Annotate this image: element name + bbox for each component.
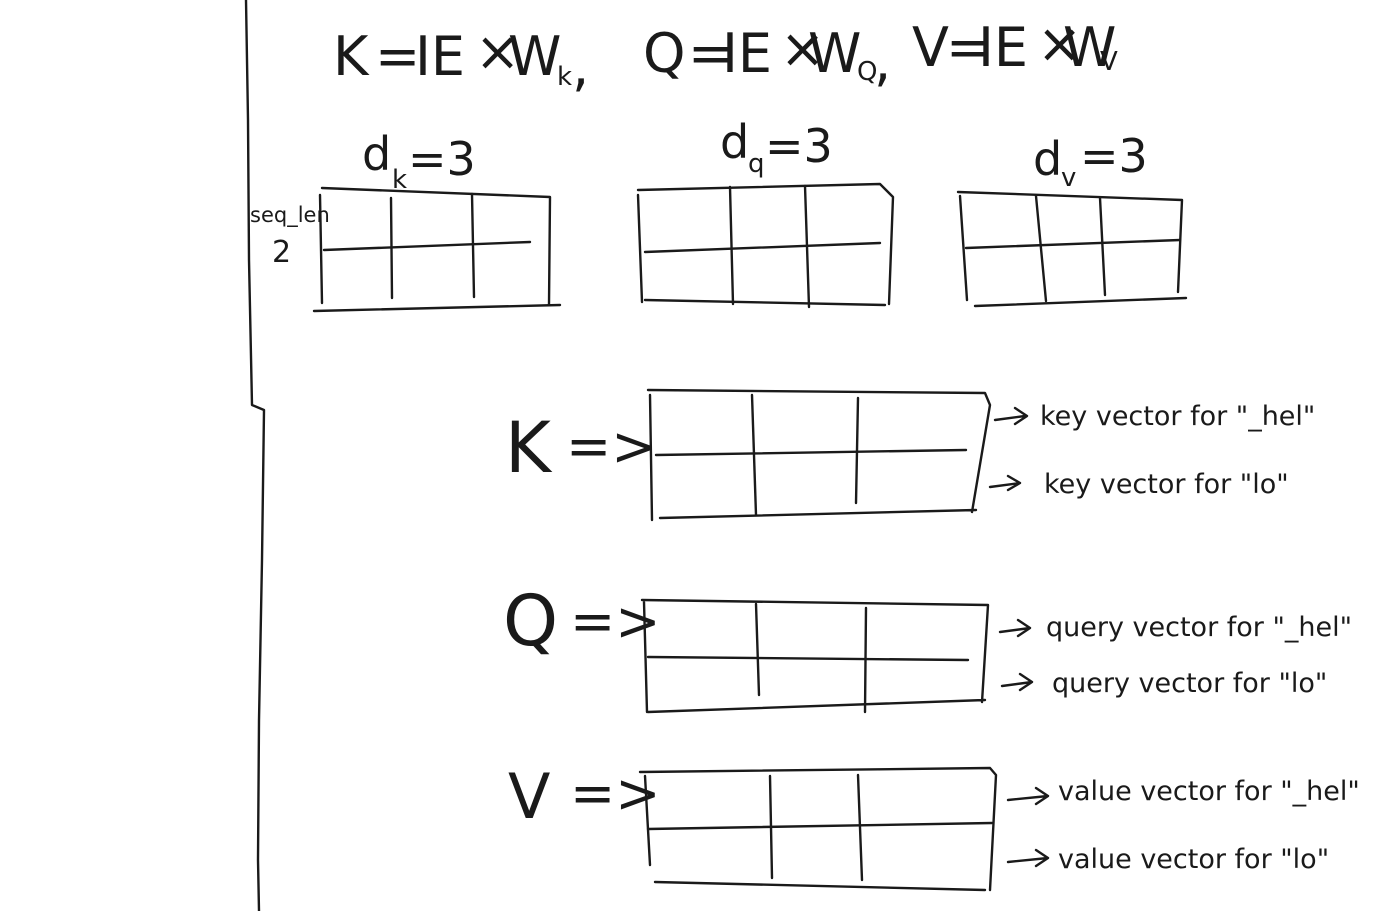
seq-len-value: 2 bbox=[272, 235, 291, 270]
eq-q-lhs: Q bbox=[643, 22, 686, 85]
row-v-label-1: value vector for "_hel" bbox=[1058, 776, 1360, 807]
dim-q-val: =3 bbox=[765, 119, 833, 173]
eq-k-equals: = bbox=[375, 25, 420, 88]
equation-k: K = IE × W k , bbox=[333, 20, 589, 98]
matrix-v bbox=[638, 766, 998, 892]
margin-line bbox=[244, 0, 266, 911]
eq-k-w: W bbox=[508, 25, 561, 88]
matrix-wq bbox=[636, 182, 895, 309]
matrix-wk bbox=[312, 186, 562, 313]
row-v-label-2: value vector for "lo" bbox=[1058, 844, 1329, 875]
eq-v-equals: = bbox=[946, 16, 991, 79]
eq-q-times: × bbox=[780, 17, 825, 80]
seq-len-label: seq_len bbox=[250, 203, 330, 228]
row-q: Q => query vector for "_hel" query vecto… bbox=[503, 580, 1352, 714]
eq-q-equals: = bbox=[688, 22, 733, 85]
row-k: K => key vector for "_hel" key vector fo… bbox=[505, 388, 1315, 522]
eq-v-times: × bbox=[1037, 12, 1082, 75]
matrix-q bbox=[640, 598, 990, 714]
equation-v: V = IE × W V bbox=[912, 12, 1118, 79]
eq-q-ie: IE bbox=[722, 22, 772, 85]
eq-v-sub: V bbox=[1100, 47, 1118, 77]
eq-v-lhs: V bbox=[912, 16, 949, 79]
matrix-k bbox=[646, 388, 992, 522]
eq-k-lhs: K bbox=[333, 25, 370, 88]
row-k-label-1: key vector for "_hel" bbox=[1040, 401, 1315, 432]
eq-v-w: W bbox=[1063, 16, 1116, 79]
row-v-arrow-1 bbox=[1006, 786, 1050, 806]
equation-q: Q = IE × W Q , bbox=[643, 17, 891, 93]
dim-q-sub: q bbox=[748, 149, 765, 179]
eq-k-comma: , bbox=[572, 35, 589, 98]
dim-k-val: =3 bbox=[408, 132, 476, 186]
row-k-label-2: key vector for "lo" bbox=[1044, 469, 1289, 500]
row-k-arrow-1 bbox=[993, 406, 1029, 426]
eq-q-w: W bbox=[808, 22, 861, 85]
dim-v-sub: v bbox=[1061, 163, 1076, 193]
row-k-arrow: => bbox=[566, 415, 657, 478]
dim-k: d k =3 bbox=[362, 127, 476, 195]
eq-q-comma: , bbox=[874, 30, 891, 93]
dim-q-d: d bbox=[720, 115, 749, 169]
row-q-arrow-2 bbox=[1000, 672, 1034, 692]
eq-q-sub: Q bbox=[857, 57, 877, 87]
row-v-symbol: V bbox=[508, 760, 550, 833]
row-q-arrow-1 bbox=[998, 618, 1032, 638]
dim-v-val: =3 bbox=[1080, 129, 1148, 183]
row-v: V => value vector for "_hel" value vecto… bbox=[508, 760, 1360, 892]
row-q-label-2: query vector for "lo" bbox=[1052, 668, 1327, 699]
dim-v-d: d bbox=[1033, 132, 1062, 186]
eq-k-ie: IE bbox=[415, 25, 465, 88]
dim-k-d: d bbox=[362, 127, 391, 181]
matrix-wv bbox=[956, 190, 1188, 308]
row-k-arrow-2 bbox=[988, 474, 1022, 492]
eq-k-times: × bbox=[475, 20, 520, 83]
dim-v: d v =3 bbox=[1033, 129, 1148, 193]
row-k-symbol: K bbox=[505, 407, 553, 489]
eq-v-ie: IE bbox=[978, 16, 1028, 79]
row-q-symbol: Q bbox=[503, 580, 558, 662]
dim-k-sub: k bbox=[392, 165, 407, 195]
dim-q: d q =3 bbox=[720, 115, 833, 179]
eq-k-sub: k bbox=[557, 62, 572, 92]
row-v-arrow-2 bbox=[1006, 848, 1050, 868]
row-q-label-1: query vector for "_hel" bbox=[1046, 612, 1352, 643]
